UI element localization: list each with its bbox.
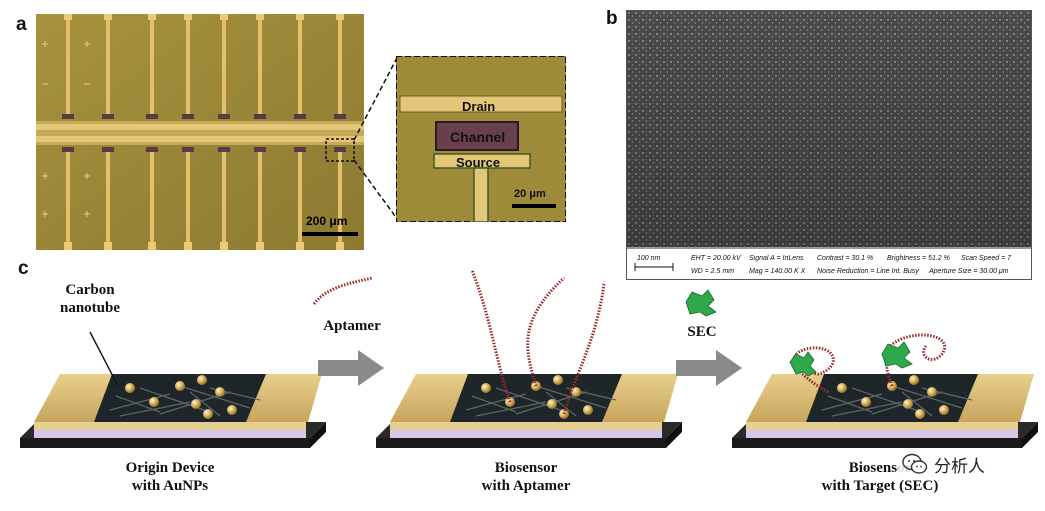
aptamer-icon	[312, 276, 373, 305]
label-aptamer: Aptamer	[323, 318, 381, 334]
sem-eht: EHT = 20.00 kV	[691, 255, 742, 262]
zoom-label-channel: Channel	[450, 129, 506, 145]
panel-letter-b: b	[606, 8, 618, 29]
label-device2-line2: with Aptamer	[482, 478, 571, 494]
label-carbon: Carbon	[65, 282, 115, 298]
process-arrows	[318, 350, 742, 386]
sem-image-svg	[627, 11, 1031, 247]
sem-image: 100 nm EHT = 20.00 kV Signal A = InLens …	[626, 10, 1032, 280]
label-device2-line1: Biosensor	[495, 460, 558, 476]
label-nanotube: nanotube	[60, 300, 120, 316]
micrograph-zoom-svg	[396, 56, 566, 222]
aptamer-strands	[470, 269, 606, 415]
sem-aperture: Aperture Size = 30.00 μm	[928, 268, 1009, 275]
zoom-label-drain: Drain	[462, 99, 496, 114]
sem-mag: Mag = 140.00 K X	[749, 268, 806, 275]
arrow-2	[676, 350, 742, 386]
zoom-label-source: Source	[456, 155, 501, 170]
wechat-icon	[902, 453, 928, 474]
sem-noise: Noise Reduction = Line Int. Busy	[817, 268, 919, 275]
watermark: 分析人	[898, 450, 1022, 478]
pointer-line	[89, 331, 119, 387]
label-device1-line2: with AuNPs	[132, 478, 208, 494]
watermark-text: 分析人	[934, 456, 985, 477]
sem-brightness: Brightness = 51.2 %	[887, 255, 950, 262]
label-device1-line1: Origin Device	[126, 460, 215, 476]
sec-bound	[789, 341, 913, 377]
sem-scale-label: 100 nm	[637, 255, 661, 262]
panel-letter-a: a	[16, 14, 27, 35]
sem-scan-speed: Scan Speed = 7	[961, 255, 1012, 262]
schematic-c: Carbon nanotube Aptamer SEC Origin Devic…	[19, 269, 1039, 494]
device-target	[731, 333, 1039, 449]
panel-letter-c: c	[18, 258, 29, 279]
micrograph-main-svg	[36, 14, 364, 250]
arrow-1	[318, 350, 384, 386]
zoom-connector	[353, 55, 399, 221]
scale-label-zoom: 20 μm	[514, 188, 546, 200]
sec-icon	[685, 289, 717, 317]
micrograph-main: 200 μm	[36, 14, 364, 250]
sem-wd: WD = 2.5 mm	[691, 268, 734, 275]
micrograph-zoom: Drain Channel Source 20 μm	[396, 56, 566, 222]
label-device3-line2: with Target (SEC)	[822, 478, 939, 494]
scale-label-main: 200 μm	[306, 214, 348, 228]
label-sec: SEC	[687, 324, 716, 340]
device-origin	[19, 331, 327, 449]
device-aptamer	[375, 269, 683, 449]
sem-signal: Signal A = InLens	[749, 255, 804, 262]
sem-info-bar: 100 nm EHT = 20.00 kV Signal A = InLens …	[627, 247, 1031, 279]
label-device3-line1: Biosensor	[849, 460, 912, 476]
sem-contrast: Contrast = 30.1 %	[817, 255, 873, 262]
